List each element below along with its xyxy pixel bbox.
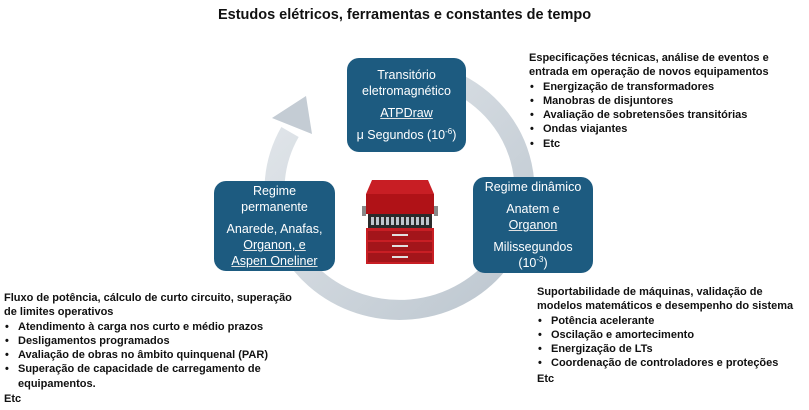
list-item: Coordenação de controladores e proteções (537, 356, 793, 371)
list-item: Manobras de disjuntores (529, 94, 769, 109)
note-permanente-intro-2: de limites operativos (4, 306, 114, 319)
note-transitorio: Especificações técnicas, análise de even… (529, 51, 769, 151)
box-dinamico-time: Milissegundos (493, 240, 573, 254)
box-regime-permanente: Regime permanente Anarede, Anafas, Organ… (214, 181, 335, 271)
box-dinamico-time-exp: (10-3) (518, 254, 548, 270)
box-permanente-tools-line-3: Aspen Oneliner (231, 254, 318, 268)
list-item: Atendimento à carga nos curto e médio pr… (4, 320, 324, 335)
note-regime-dinamico: Suportabilidade de máquinas, validação d… (537, 285, 793, 386)
diagram-title: Estudos elétricos, ferramentas e constan… (217, 7, 592, 23)
list-item: Etc (529, 137, 769, 152)
note-dinamico-etc: Etc (537, 372, 555, 385)
list-item: Energização de LTs (537, 342, 793, 357)
box-permanente-tools-line-2: Organon, e (243, 238, 306, 252)
box-permanente-title-line-1: Regime (252, 184, 297, 198)
box-transitorio-tool: ATPDraw (380, 106, 433, 120)
red-toolbox-icon (362, 180, 438, 264)
box-transitorio-eletromagnetico: Transitório eletromagnético ATPDraw μ Se… (347, 58, 466, 152)
box-dinamico-tools-line-2: Organon (508, 218, 558, 232)
note-dinamico-intro-1: Suportabilidade de máquinas, validação d… (537, 286, 763, 298)
list-item: Potência acelerante (537, 314, 793, 329)
note-transitorio-intro-2: entrada em operação de novos equipamento… (529, 66, 769, 79)
note-dinamico-list: Potência acelerante Oscilação e amorteci… (537, 314, 793, 371)
note-transitorio-intro-1: Especificações técnicas, análise de even… (529, 52, 769, 64)
note-dinamico-intro-2: modelos matemáticos e desempenho do sist… (537, 300, 794, 313)
note-permanente-intro-1: Fluxo de potência, cálculo de curto circ… (4, 292, 292, 304)
list-item: Ondas viajantes (529, 122, 769, 137)
box-dinamico-tools-line-1: Anatem e (506, 202, 560, 216)
box-dinamico-title: Regime dinâmico (484, 180, 582, 194)
box-transitorio-time: μ Segundos (10-6) (356, 126, 457, 142)
box-permanente-title-line-2: permanente (241, 200, 308, 214)
note-permanente-list: Atendimento à carga nos curto e médio pr… (4, 320, 324, 391)
box-transitorio-title-line-2: eletromagnético (362, 84, 451, 98)
note-permanente-etc: Etc (4, 393, 22, 406)
list-item: Energização de transformadores (529, 80, 769, 95)
list-item: Desligamentos programados (4, 334, 324, 349)
list-item: Avaliação de sobretensões transitórias (529, 108, 769, 123)
note-regime-permanente: Fluxo de potência, cálculo de curto circ… (4, 291, 324, 406)
list-item: Superação de capacidade de carregamento … (4, 362, 308, 391)
box-transitorio-title-line-1: Transitório (377, 68, 436, 82)
cycle-arrowhead-icon (272, 96, 312, 134)
box-regime-dinamico: Regime dinâmico Anatem e Organon Milisse… (473, 177, 593, 273)
list-item: Avaliação de obras no âmbito quinquenal … (4, 348, 324, 363)
list-item: Oscilação e amortecimento (537, 328, 793, 343)
box-permanente-tools-line-1: Anarede, Anafas, (226, 222, 323, 236)
note-transitorio-list: Energização de transformadores Manobras … (529, 80, 769, 152)
